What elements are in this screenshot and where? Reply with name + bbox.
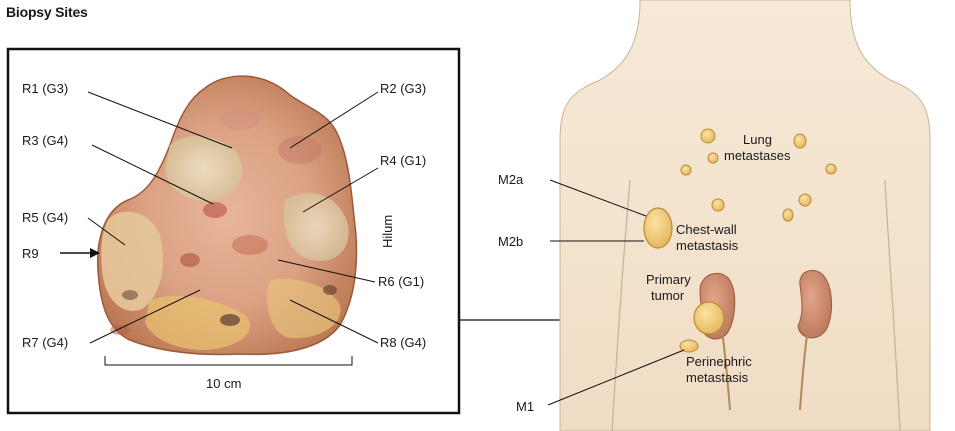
chest-wall-metastasis xyxy=(644,208,672,248)
scale-label: 10 cm xyxy=(206,376,241,391)
chest-wall-label-line2: metastasis xyxy=(676,238,739,253)
region-label-r5: R5 (G4) xyxy=(22,210,68,225)
lung-metastases-label-line1: Lung xyxy=(743,132,772,147)
site-label-m1: M1 xyxy=(516,399,534,414)
chest-wall-label-line1: Chest-wall xyxy=(676,222,737,237)
lung-metastases-label-line2: metastases xyxy=(724,148,791,163)
primary-tumor-label-line2: tumor xyxy=(651,288,685,303)
site-label-m2b: M2b xyxy=(498,234,523,249)
region-label-r3: R3 (G4) xyxy=(22,133,68,148)
region-label-r1: R1 (G3) xyxy=(22,81,68,96)
perinephric-label-line1: Perinephric xyxy=(686,354,752,369)
primary-tumor-label-line1: Primary xyxy=(646,272,691,287)
region-label-r9: R9 xyxy=(22,246,39,261)
region-label-r8: R8 (G4) xyxy=(380,335,426,350)
region-label-r2: R2 (G3) xyxy=(380,81,426,96)
site-label-m2a: M2a xyxy=(498,172,524,187)
region-label-r7: R7 (G4) xyxy=(22,335,68,350)
primary-tumor-nodule xyxy=(694,302,724,334)
region-label-r6: R6 (G1) xyxy=(378,274,424,289)
region-label-r4: R4 (G1) xyxy=(380,153,426,168)
perinephric-label-line2: metastasis xyxy=(686,370,749,385)
hilum-label: Hilum xyxy=(380,215,395,248)
